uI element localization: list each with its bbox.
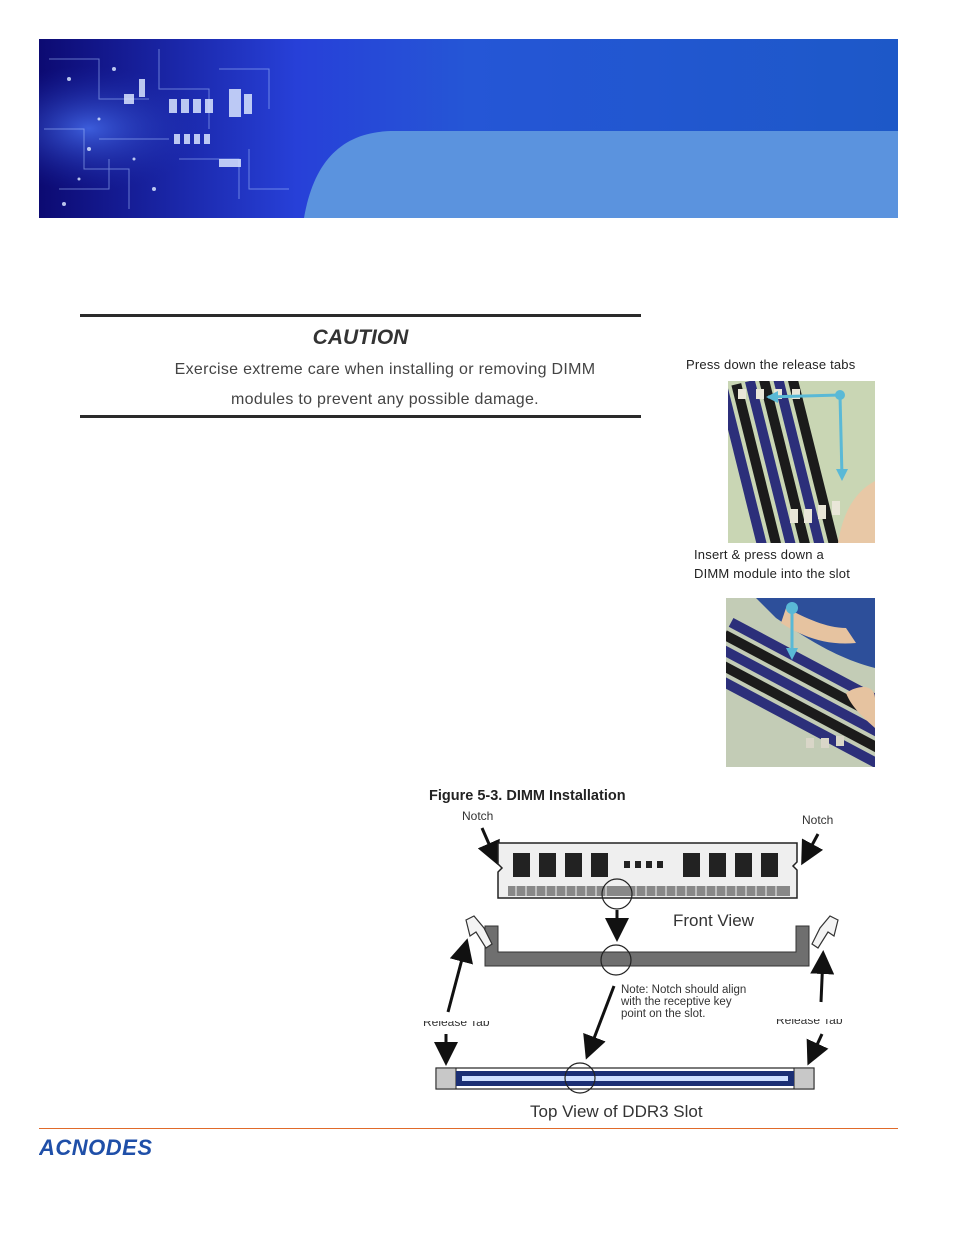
dimm-slot-top-view bbox=[435, 1062, 815, 1094]
release-tabs-photo bbox=[728, 381, 875, 543]
footer-rule bbox=[39, 1128, 898, 1129]
caution-line-1: Exercise extreme care when installing or… bbox=[174, 361, 596, 378]
dimm-installation-diagram: Notch Notch bbox=[420, 809, 852, 1121]
acnodes-logo-text: ACNODES bbox=[39, 1135, 153, 1160]
front-view-label: Front View bbox=[673, 911, 755, 930]
insert-caption-line-2: DIMM module into the slot bbox=[694, 566, 851, 581]
top-view-label: Top View of DDR3 Slot bbox=[530, 1102, 703, 1121]
note-arrow bbox=[583, 985, 616, 1060]
caution-line-2: modules to prevent any possible damage. bbox=[231, 391, 539, 408]
insert-caption-line-1: Insert & press down a bbox=[694, 547, 824, 562]
notch-right-arrow bbox=[801, 833, 824, 866]
caution-title: CAUTION bbox=[312, 326, 409, 349]
notch-left-label: Notch bbox=[462, 809, 493, 823]
acnodes-logo: ACNODES bbox=[38, 1134, 199, 1165]
caution-text: Exercise extreme care when installing or… bbox=[140, 355, 630, 415]
insert-dimm-photo bbox=[726, 598, 875, 767]
notch-right-label: Notch bbox=[802, 813, 833, 827]
dimm-slot-side-view bbox=[465, 915, 839, 976]
notch-note: Note: Notch should align with the recept… bbox=[620, 984, 750, 1020]
figure-title: Figure 5-3. DIMM Installation bbox=[429, 788, 626, 804]
dimm-module-front bbox=[497, 842, 798, 910]
notch-left-arrow bbox=[477, 827, 500, 866]
header-banner bbox=[39, 39, 898, 218]
release-tab-right bbox=[811, 915, 839, 949]
release-arrow-right bbox=[810, 950, 835, 1003]
release-arrow-left bbox=[446, 938, 473, 1013]
release-tab-left bbox=[465, 915, 493, 949]
release-down-arrow-right bbox=[806, 1033, 829, 1066]
circuit-board-banner-image bbox=[39, 39, 898, 218]
release-tabs-caption: Press down the release tabs bbox=[686, 357, 856, 372]
caution-box: CAUTION Exercise extreme care when insta… bbox=[80, 314, 641, 418]
